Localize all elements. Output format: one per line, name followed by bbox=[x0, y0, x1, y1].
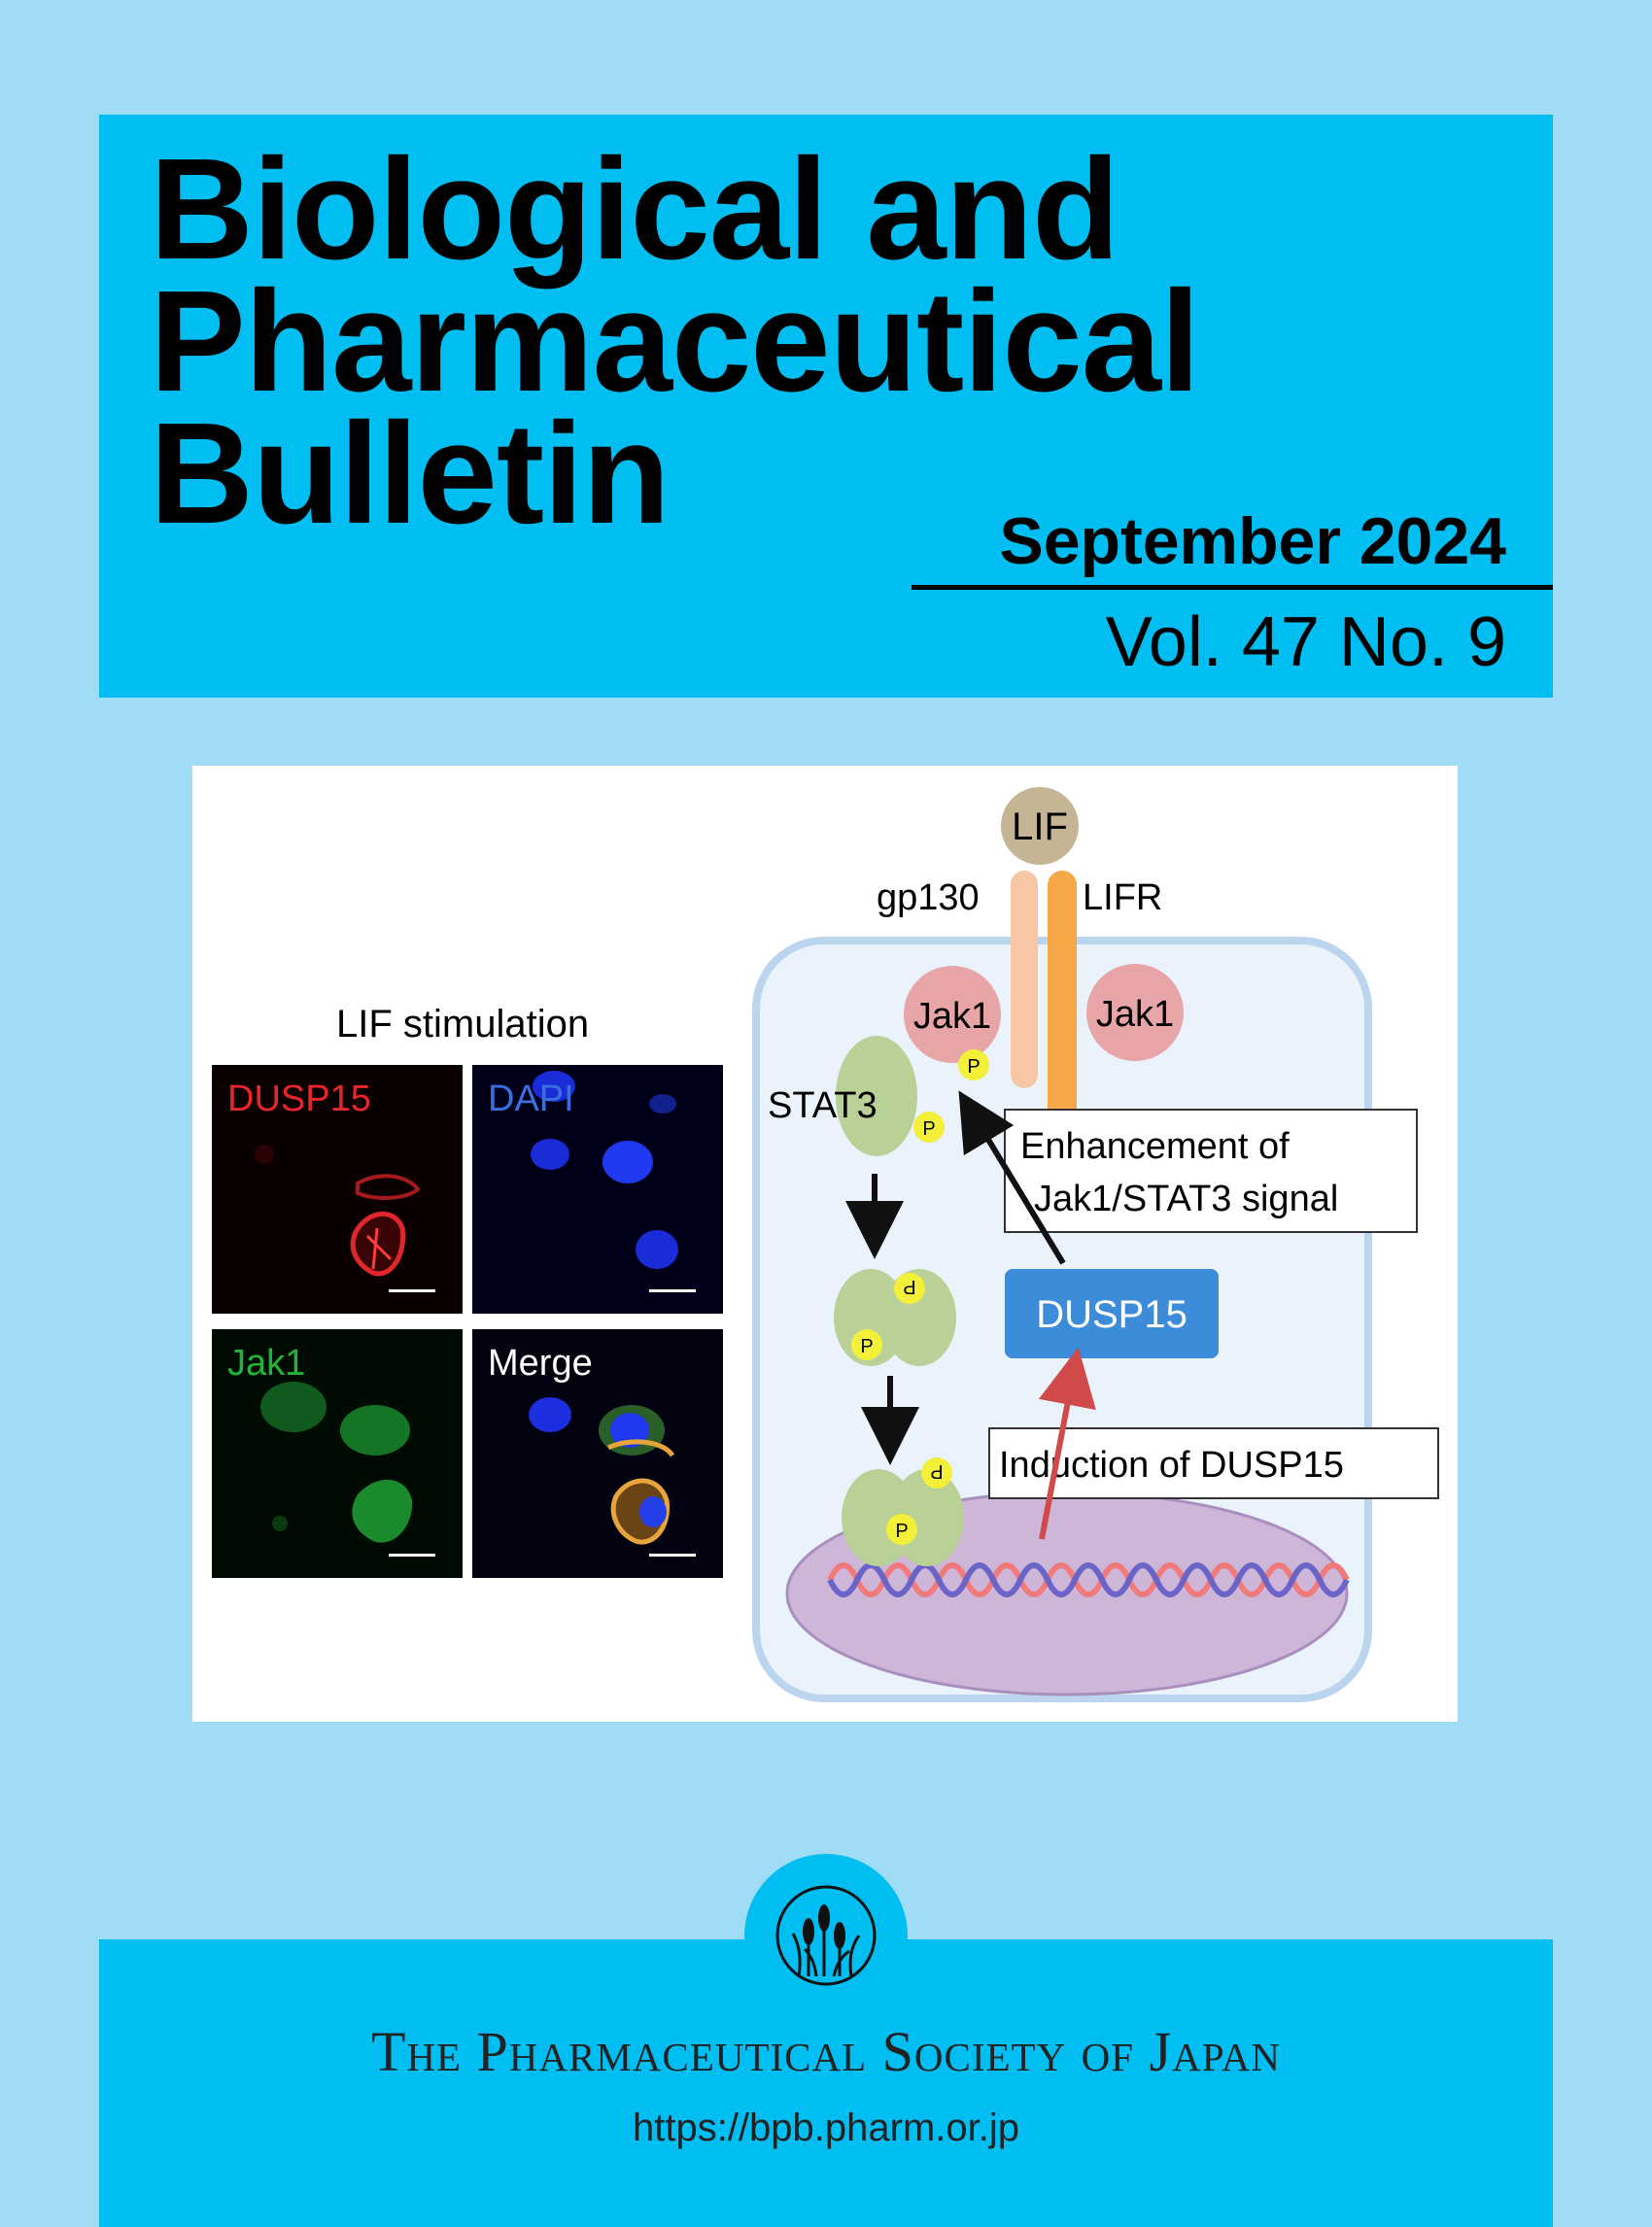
journal-title-line-3: Bulletin bbox=[150, 394, 671, 554]
issue-divider bbox=[912, 585, 1553, 590]
gp130-label: gp130 bbox=[877, 877, 980, 918]
nucleus bbox=[785, 1490, 1349, 1696]
cell-membrane bbox=[752, 937, 1372, 1702]
stat3-dimer-a bbox=[834, 1269, 908, 1366]
lif-ligand bbox=[1001, 787, 1079, 865]
publisher-url[interactable]: https://bpb.pharm.or.jp bbox=[632, 2107, 1019, 2149]
phospho-label: P bbox=[903, 1276, 915, 1297]
issue-date: September 2024 bbox=[999, 504, 1506, 578]
lifr-receptor bbox=[1048, 871, 1077, 1162]
stat3-monomer bbox=[836, 1036, 917, 1156]
scale-bar bbox=[649, 1554, 696, 1557]
jak1-left bbox=[904, 966, 1001, 1063]
gp130-receptor bbox=[1011, 871, 1038, 1088]
dusp15-box bbox=[1005, 1269, 1219, 1358]
scale-bar bbox=[649, 1289, 696, 1292]
micrograph-dusp15-image bbox=[255, 1145, 421, 1277]
dusp15-label: DUSP15 bbox=[1036, 1293, 1187, 1336]
scale-bar bbox=[389, 1554, 435, 1557]
cover-figure: LIF stimulation DUSP15 DAPI Jak1 bbox=[192, 766, 1458, 1722]
scale-bar bbox=[389, 1289, 435, 1292]
title-band: Biological and Pharmaceutical Bulletin S… bbox=[99, 115, 1553, 698]
emblem-graphic bbox=[775, 1885, 877, 1986]
enhancement-line-1: Enhancement of bbox=[1020, 1126, 1290, 1167]
lifr-label: LIFR bbox=[1083, 877, 1162, 918]
micrograph-dapi: DAPI bbox=[472, 1065, 723, 1314]
micrograph-dusp15: DUSP15 bbox=[212, 1065, 463, 1314]
jak1-right-label: Jak1 bbox=[1096, 994, 1174, 1035]
issue-volume: Vol. 47 No. 9 bbox=[1105, 603, 1506, 681]
micrograph-merge-image bbox=[529, 1397, 675, 1545]
panel-label-dusp15: DUSP15 bbox=[227, 1079, 371, 1119]
micrograph-jak1: Jak1 bbox=[212, 1329, 463, 1578]
figure-heading: LIF stimulation bbox=[336, 1003, 590, 1045]
enhancement-line-2: Jak1/STAT3 signal bbox=[1034, 1179, 1338, 1219]
journal-title: Biological and Pharmaceutical Bulletin bbox=[150, 129, 1200, 554]
phospho-dimer bbox=[894, 1273, 925, 1304]
induction-box bbox=[988, 1427, 1439, 1499]
panel-label-dapi: DAPI bbox=[488, 1079, 574, 1119]
stat3-dimer-b bbox=[882, 1269, 956, 1366]
stat3-dimer-b bbox=[890, 1469, 964, 1566]
journal-title-line-2: Pharmaceutical bbox=[150, 261, 1200, 422]
phospho-dimer bbox=[886, 1514, 917, 1545]
lif-ligand-label: LIF bbox=[1012, 805, 1068, 848]
stat3-label: STAT3 bbox=[768, 1085, 878, 1126]
panel-label-merge: Merge bbox=[488, 1343, 593, 1384]
arrow-induction bbox=[1038, 1347, 1096, 1540]
phospho-stat3 bbox=[913, 1112, 945, 1143]
phospho-label: P bbox=[895, 1521, 908, 1542]
publisher-name: The Pharmaceutical Society of Japan bbox=[370, 2020, 1282, 2083]
arrow-enhancement bbox=[958, 1090, 1066, 1265]
enhancement-box bbox=[1004, 1109, 1418, 1233]
phospho-dimer bbox=[921, 1457, 952, 1489]
micrograph-merge: Merge bbox=[472, 1329, 723, 1578]
phospho-dimer bbox=[851, 1329, 882, 1360]
cattail-plant-emblem-icon bbox=[744, 1854, 908, 2017]
phospho-label: P bbox=[860, 1336, 873, 1357]
induction-label: Induction of DUSP15 bbox=[999, 1445, 1344, 1486]
phospho-label: P bbox=[922, 1118, 935, 1140]
panel-label-jak1: Jak1 bbox=[227, 1343, 306, 1384]
micrograph-dapi-image bbox=[531, 1071, 678, 1269]
dna-strand-red bbox=[827, 1562, 1350, 1597]
phospho-jak1 bbox=[958, 1049, 989, 1080]
stat3-dimer-a bbox=[842, 1469, 915, 1566]
phospho-label: P bbox=[930, 1460, 943, 1482]
journal-title-line-1: Biological and bbox=[150, 129, 1119, 290]
dna-strand-blue bbox=[827, 1562, 1350, 1597]
phospho-label: P bbox=[967, 1056, 980, 1078]
jak1-right bbox=[1086, 964, 1184, 1061]
micrograph-jak1-image bbox=[260, 1382, 413, 1543]
jak1-left-label: Jak1 bbox=[913, 996, 991, 1037]
